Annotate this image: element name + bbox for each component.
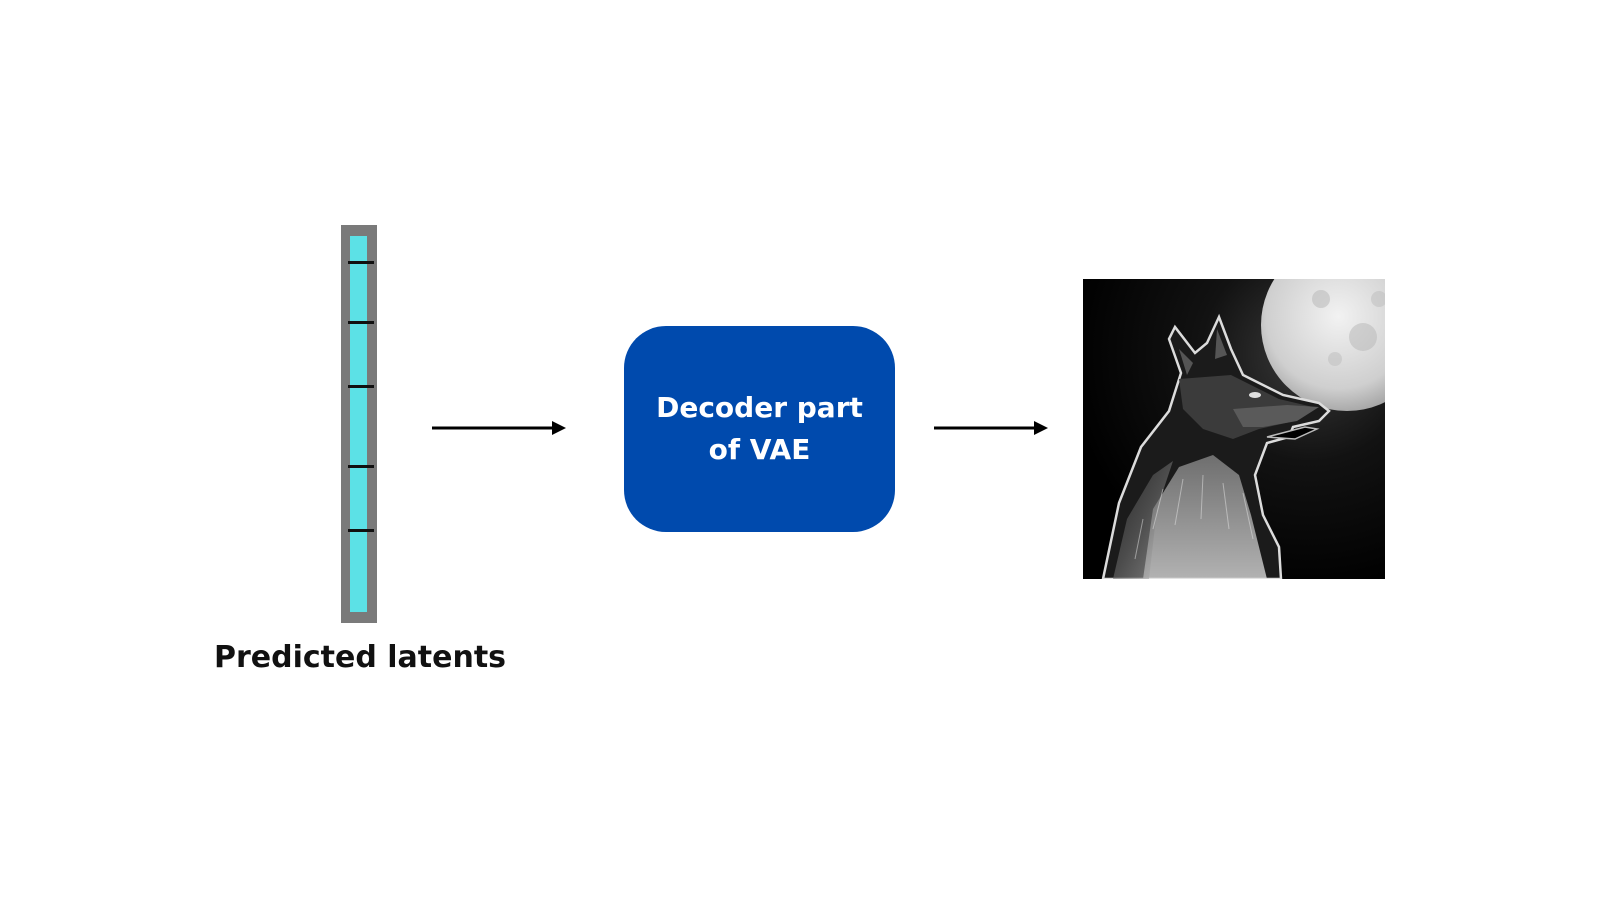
decoder-box: Decoder part of VAE [624, 326, 895, 532]
wolf-moon-illustration [1083, 279, 1385, 579]
decoder-label: Decoder part of VAE [656, 391, 863, 466]
arrow-to-decoder [432, 421, 566, 435]
latent-vector [341, 225, 377, 623]
latent-divider [348, 321, 374, 324]
latent-divider [348, 385, 374, 388]
latent-label: Predicted latents [213, 640, 507, 675]
arrow-to-output [934, 421, 1048, 435]
latent-divider [348, 529, 374, 532]
moon-shape [1261, 279, 1385, 411]
latent-divider [348, 465, 374, 468]
latent-vector-fill [350, 236, 367, 612]
output-image [1083, 279, 1385, 579]
latent-divider [348, 261, 374, 264]
